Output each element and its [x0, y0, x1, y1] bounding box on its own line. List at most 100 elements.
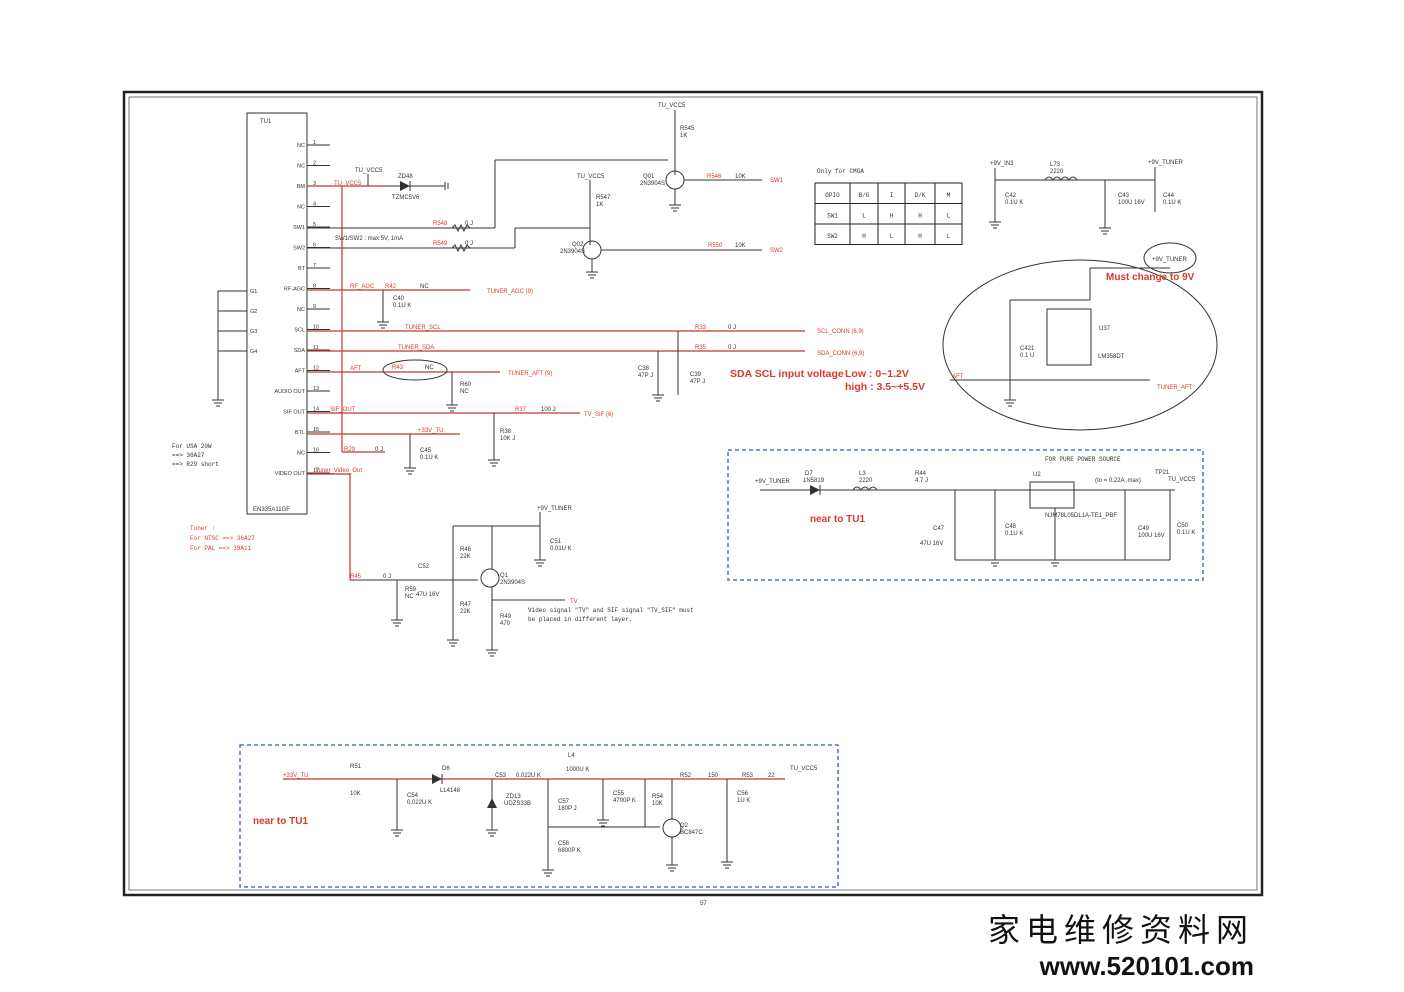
- svg-text:NC: NC: [405, 594, 414, 600]
- svg-text:Q2: Q2: [680, 823, 689, 829]
- svg-text:C50: C50: [1177, 523, 1189, 529]
- svg-text:22K: 22K: [460, 554, 471, 560]
- svg-text:G4: G4: [250, 349, 257, 355]
- svg-text:==> R29 short: ==> R29 short: [172, 461, 219, 468]
- sda-scl-note: SDA SCL input voltage: [730, 368, 844, 380]
- transistor-q2-icon: [662, 818, 682, 838]
- svg-text:TUNER_SDA: TUNER_SDA: [398, 345, 434, 351]
- regulator-box: FOR PURE POWER SOURCE +9V_TUNER D7 1N581…: [727, 449, 1204, 581]
- svg-text:0.1U K: 0.1U K: [1005, 200, 1023, 206]
- gpio-cell: D/K: [915, 192, 926, 199]
- svg-text:C54: C54: [407, 793, 419, 799]
- ground-icon: [1099, 227, 1111, 235]
- svg-text:R46: R46: [460, 547, 472, 553]
- svg-text:C421: C421: [1020, 346, 1035, 352]
- svg-text:C55: C55: [613, 791, 625, 797]
- ground-icon: [377, 321, 389, 329]
- svg-text:2220: 2220: [1050, 169, 1064, 175]
- svg-text:10K: 10K: [735, 243, 746, 249]
- svg-text:TU_VCC5: TU_VCC5: [577, 174, 605, 180]
- tuner-gnd-pin: G4: [218, 349, 257, 355]
- diode-d7-icon: [810, 485, 820, 495]
- svg-text:R37: R37: [515, 407, 527, 413]
- svg-text:4.7 J: 4.7 J: [915, 478, 928, 484]
- svg-text:SDA_CONN (6,9): SDA_CONN (6,9): [817, 351, 864, 357]
- svg-text:NC: NC: [460, 389, 469, 395]
- i2c-nets: TUNER_SCL R33 0 J SCL_CONN (6,9) TUNER_S…: [307, 325, 864, 395]
- ground-icon: [652, 394, 664, 402]
- svg-text:BC847C: BC847C: [680, 830, 703, 836]
- svg-text:L73: L73: [1050, 162, 1061, 168]
- svg-text:47U 16V: 47U 16V: [416, 592, 439, 598]
- ground-icon: [989, 221, 1001, 229]
- regulator-u2: [1029, 481, 1075, 509]
- svg-text:0.1U K: 0.1U K: [420, 455, 438, 461]
- svg-text:10K: 10K: [652, 801, 663, 807]
- svg-text:+9V_TUNER: +9V_TUNER: [537, 506, 573, 512]
- svg-text:+9V_IN3: +9V_IN3: [990, 161, 1014, 167]
- svg-text:R43: R43: [392, 365, 404, 371]
- svg-text:BM: BM: [297, 184, 306, 190]
- svg-text:AFT: AFT: [350, 366, 362, 372]
- svg-text:2N3904S: 2N3904S: [500, 580, 525, 586]
- svg-text:==> 36A27: ==> 36A27: [172, 452, 205, 459]
- svg-text:2: 2: [313, 161, 316, 167]
- ground-icon: [212, 399, 224, 407]
- transistor-q1-icon: [480, 568, 500, 588]
- svg-text:0.1U K: 0.1U K: [1163, 200, 1181, 206]
- svg-text:C57: C57: [558, 799, 570, 805]
- gpio-cell: GPIO: [825, 192, 840, 199]
- usa-note: For USA 20W: [172, 443, 212, 450]
- svg-text:C45: C45: [420, 448, 432, 454]
- svg-text:C53: C53: [495, 773, 507, 779]
- svg-text:0 J: 0 J: [728, 345, 736, 351]
- ground-icon: [488, 459, 500, 467]
- svg-text:0.022U K: 0.022U K: [407, 800, 432, 806]
- svg-text:0.1U K: 0.1U K: [393, 303, 411, 309]
- svg-text:Q01: Q01: [643, 174, 655, 180]
- svg-text:R42: R42: [385, 284, 397, 290]
- svg-text:R548: R548: [433, 221, 448, 227]
- svg-text:12: 12: [313, 366, 319, 372]
- svg-text:16: 16: [313, 448, 319, 454]
- svg-text:RF-AGC: RF-AGC: [284, 287, 305, 293]
- svg-text:470: 470: [500, 621, 511, 627]
- svg-text:TU_VCC5: TU_VCC5: [658, 103, 686, 109]
- tuner-filter: +9V_IN3 L73 2220 C42 0.1U K C43 100U 16V…: [990, 160, 1184, 228]
- svg-text:1K: 1K: [680, 133, 687, 139]
- svg-text:R547: R547: [596, 195, 611, 201]
- zener-zd13-icon: [487, 798, 497, 808]
- ground-icon: [669, 204, 681, 212]
- gpio-cell: B/G: [859, 192, 870, 199]
- svg-text:R59: R59: [405, 587, 417, 593]
- svg-text:SDA: SDA: [294, 348, 306, 354]
- ground-icon: [542, 869, 554, 877]
- svg-text:R35: R35: [695, 345, 707, 351]
- svg-text:TU_VCC5: TU_VCC5: [790, 766, 818, 772]
- svg-text:AFT: AFT: [952, 374, 964, 380]
- svg-text:R60: R60: [460, 382, 472, 388]
- gpio-cell: SW1: [827, 213, 838, 220]
- gpio-cell: L: [862, 213, 866, 220]
- svg-text:G3: G3: [250, 329, 257, 335]
- svg-text:NC: NC: [297, 143, 305, 149]
- svg-text:+33V_TU: +33V_TU: [418, 428, 444, 434]
- svg-text:2220: 2220: [859, 478, 873, 484]
- svg-text:47P J: 47P J: [690, 379, 705, 385]
- svg-text:9: 9: [313, 304, 316, 310]
- svg-text:5: 5: [313, 222, 316, 228]
- svg-text:C43: C43: [1118, 193, 1130, 199]
- svg-text:TZMC5V6: TZMC5V6: [392, 195, 420, 201]
- svg-text:R52: R52: [680, 773, 692, 779]
- svg-text:NJM78L05DL1A-TE1_PBF: NJM78L05DL1A-TE1_PBF: [1045, 513, 1117, 519]
- ground-icon: [721, 861, 733, 869]
- ground-icon: [447, 639, 459, 647]
